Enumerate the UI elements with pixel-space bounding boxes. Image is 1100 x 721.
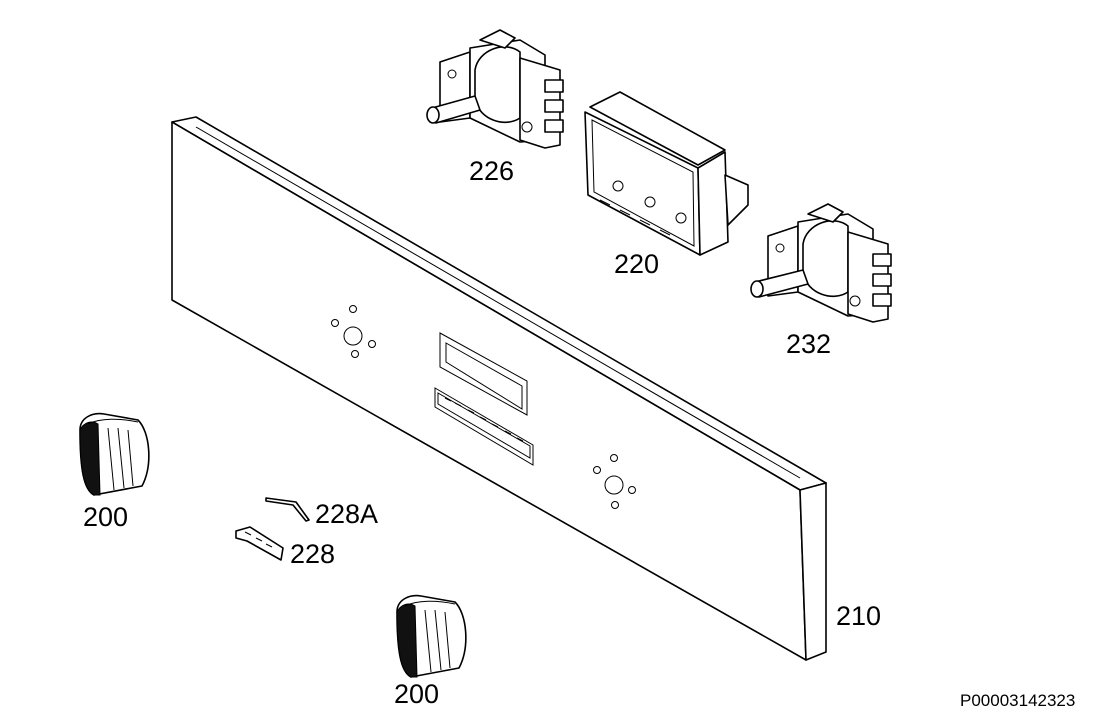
display-module-220 [584,91,749,256]
label-228A: 228A [315,499,379,529]
label-210: 210 [836,601,882,631]
label-200-left: 200 [83,502,129,532]
label-232: 232 [786,329,832,359]
knob-mount-holes-left [331,305,376,358]
label-228: 228 [290,539,336,569]
document-id: P00003142323 [960,691,1076,710]
display-window [439,332,528,416]
pin-228A [265,497,310,522]
knob-mount-holes-right [593,454,636,509]
rotary-switch-226 [426,29,564,149]
label-226: 226 [469,156,515,186]
knob-200-left [79,412,150,496]
label-220: 220 [614,249,660,279]
label-200-bottom: 200 [394,679,440,709]
touch-button-strip [434,387,534,466]
knob-200-bottom [396,594,467,678]
rotary-switch-232 [750,203,892,323]
clip-228 [235,526,284,561]
control-panel-210 [171,116,827,661]
